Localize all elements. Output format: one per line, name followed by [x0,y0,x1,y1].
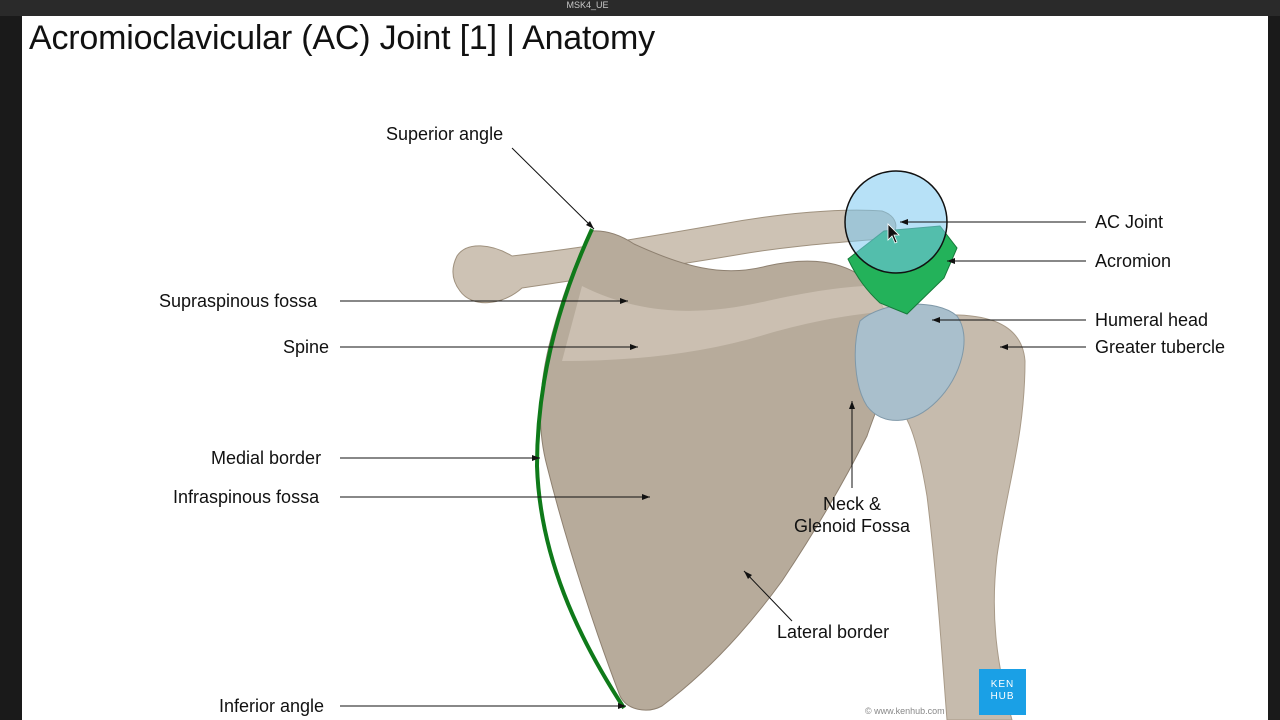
label-superior-angle: Superior angle [386,124,504,144]
label-neck-glenoid: Neck & Glenoid Fossa [782,493,922,537]
scapular-spine [562,285,892,361]
label-infraspinous-fossa: Infraspinous fossa [173,487,320,507]
slide: Acromioclavicular (AC) Joint [1] | Anato… [22,16,1268,720]
label-lateral-border: Lateral border [777,622,890,642]
label-inferior-angle: Inferior angle [219,696,325,716]
label-neck-glenoid-line1: Neck & [822,494,882,514]
label-spine: Spine [283,337,330,357]
label-humeral-head: Humeral head [1095,310,1209,330]
logo-line1: KEN [990,679,1015,690]
label-ac-joint: AC Joint [1095,212,1164,232]
label-greater-tubercle: Greater tubercle [1095,337,1226,357]
logo-line2: HUB [990,691,1015,702]
slide-title: Acromioclavicular (AC) Joint [1] | Anato… [29,19,655,57]
mouse-cursor-icon [887,223,900,244]
leader-lines [340,147,1086,707]
medial-border-line [534,228,626,710]
window-title: MSK4_UE [566,0,609,10]
humerus [891,314,1026,720]
leader-arrowheads [532,219,1008,709]
label-acromion: Acromion [1095,251,1172,271]
label-medial-border: Medial border [211,448,322,468]
label-neck-glenoid-line2: Glenoid Fossa [793,516,911,536]
left-margin [0,16,22,720]
anatomy-illustration [340,147,1086,720]
label-supraspinous-fossa: Supraspinous fossa [159,291,318,311]
humeral-head [854,303,965,421]
copyright-text: © www.kenhub.com [865,706,945,716]
right-margin [1268,16,1280,720]
kenhub-logo: KEN HUB [979,669,1026,715]
window-title-bar: MSK4_UE [0,0,1280,16]
